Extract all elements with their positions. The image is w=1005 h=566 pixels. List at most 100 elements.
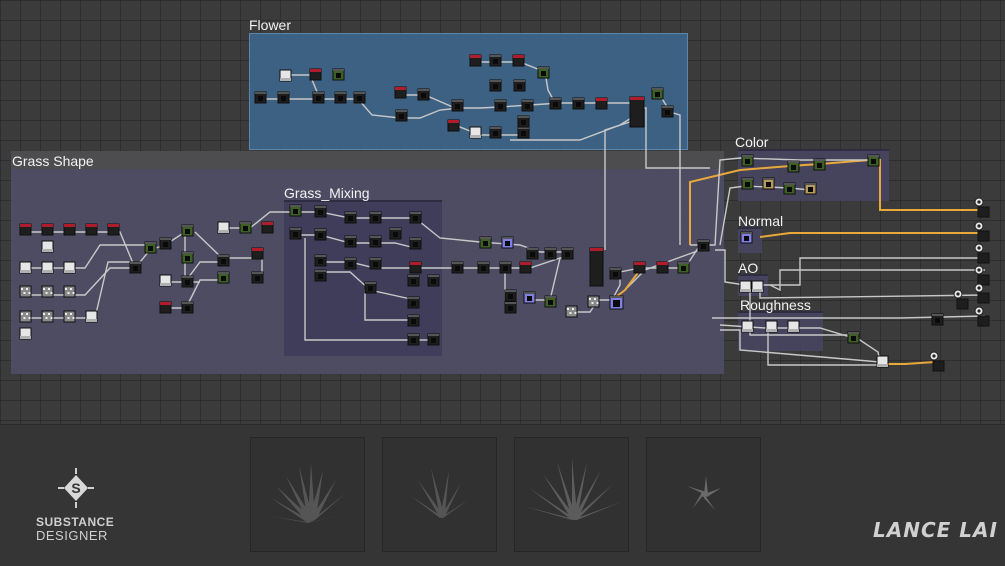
graph-node[interactable] [847,331,860,344]
graph-node[interactable] [661,105,674,118]
graph-node[interactable] [407,314,420,327]
grass-wide-preview[interactable] [250,437,365,552]
graph-node[interactable] [181,275,194,288]
graph-node[interactable] [762,177,775,190]
graph-node[interactable] [804,182,817,195]
node-link[interactable] [795,327,881,363]
graph-node[interactable] [633,261,646,274]
output-node[interactable] [974,306,990,327]
grass-bush-preview[interactable] [514,437,629,552]
graph-node[interactable] [519,261,532,274]
graph-node[interactable] [41,240,54,253]
output-node[interactable] [974,221,990,242]
node-link[interactable] [304,238,415,341]
node-link[interactable] [165,279,222,309]
graph-node[interactable] [107,223,120,236]
graph-node[interactable] [697,239,710,252]
graph-node[interactable] [651,87,664,100]
graph-node[interactable] [409,211,422,224]
graph-node[interactable] [19,327,32,340]
graph-node[interactable] [279,69,292,82]
graph-node[interactable] [254,91,267,104]
graph-node[interactable] [261,221,274,234]
flower-star-preview[interactable] [646,437,761,552]
graph-node[interactable] [512,54,525,67]
graph-node[interactable] [144,241,157,254]
graph-node[interactable] [85,223,98,236]
graph-node[interactable] [656,261,669,274]
node-link[interactable] [30,244,145,269]
grass-small-preview[interactable] [382,437,497,552]
graph-node[interactable] [572,97,585,110]
graph-node[interactable] [364,281,377,294]
node-link[interactable] [767,328,878,366]
node-link[interactable] [320,271,416,301]
graph-node[interactable] [41,310,54,323]
graph-node[interactable] [181,224,194,237]
graph-node[interactable] [565,305,578,318]
graph-node[interactable] [741,320,754,333]
node-link[interactable] [530,257,570,301]
graph-node[interactable] [451,99,464,112]
graph-node[interactable] [312,91,325,104]
graph-node[interactable] [63,261,76,274]
node-link[interactable] [364,290,415,321]
node-link[interactable] [222,211,295,229]
graph-node[interactable] [447,119,460,132]
graph-node[interactable] [489,126,502,139]
graph-node[interactable] [587,295,600,308]
node-link[interactable] [510,114,637,141]
graph-node[interactable] [589,247,604,287]
graph-node[interactable] [63,310,76,323]
graph-node[interactable] [739,280,752,293]
node-link[interactable] [290,74,636,119]
graph-node[interactable] [394,86,407,99]
graph-node[interactable] [19,285,32,298]
output-node[interactable] [929,351,945,372]
graph-node[interactable] [217,271,230,284]
graph-node[interactable] [289,204,302,217]
node-link[interactable] [295,211,570,253]
graph-node[interactable] [289,227,302,240]
graph-node[interactable] [407,274,420,287]
graph-node[interactable] [499,261,512,274]
graph-node[interactable] [63,285,76,298]
graph-node[interactable] [251,247,264,260]
graph-node[interactable] [314,254,327,267]
output-node[interactable] [974,243,990,264]
graph-node[interactable] [129,261,142,274]
graph-node[interactable] [549,97,562,110]
graph-node[interactable] [217,221,230,234]
graph-node[interactable] [309,68,322,81]
graph-node[interactable] [19,223,32,236]
graph-node[interactable] [159,237,172,250]
graph-node[interactable] [217,254,230,267]
node-link[interactable] [454,124,520,136]
graph-node[interactable] [451,261,464,274]
node-link[interactable] [758,257,985,286]
graph-node[interactable] [477,261,490,274]
graph-node[interactable] [427,333,440,346]
graph-node[interactable] [740,231,753,244]
graph-node[interactable] [494,99,507,112]
graph-node[interactable] [741,177,754,190]
graph-node[interactable] [677,261,690,274]
output-node[interactable] [953,289,969,310]
graph-node[interactable] [427,274,440,287]
graph-node[interactable] [469,126,482,139]
graph-node[interactable] [489,54,502,67]
graph-node[interactable] [751,280,764,293]
node-link[interactable] [165,261,222,283]
node-link[interactable] [30,267,135,296]
node-link[interactable] [759,290,986,299]
graph-node[interactable] [407,333,420,346]
graph-node[interactable] [629,96,645,128]
graph-node[interactable] [783,182,796,195]
node-link[interactable] [604,119,637,250]
graph-node[interactable] [334,91,347,104]
graph-node[interactable] [517,115,530,128]
graph-node[interactable] [389,227,402,240]
graph-node[interactable] [517,126,530,139]
graph-node[interactable] [469,54,482,67]
graph-node[interactable] [504,289,517,302]
